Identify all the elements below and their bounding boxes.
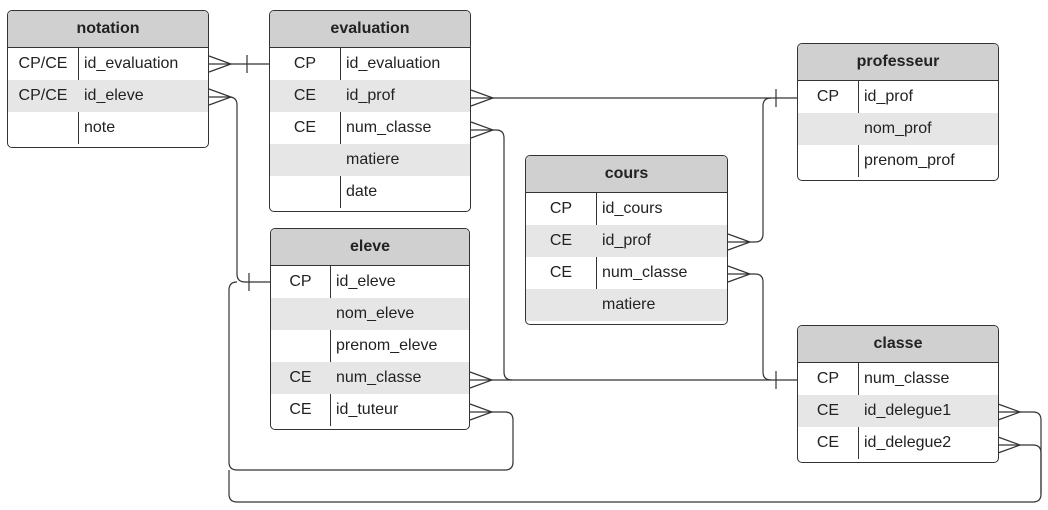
table-row: nom_prof	[798, 113, 998, 145]
entity-notation[interactable]: notation CP/CE id_evaluation CP/CE id_el…	[7, 10, 209, 148]
field-name: prenom_eleve	[336, 337, 438, 354]
field-name: id_delegue1	[864, 402, 952, 419]
key-label	[798, 145, 858, 177]
table-row: matiere	[270, 144, 470, 176]
table-row: date	[270, 176, 470, 208]
key-label: CE	[816, 434, 840, 451]
key-label: CE	[549, 232, 573, 249]
key-label	[270, 176, 340, 208]
key-label: CE	[293, 119, 317, 136]
table-row: CP num_classe	[798, 363, 998, 395]
key-label: CE	[289, 401, 312, 418]
key-label: CE	[549, 264, 573, 281]
key-label: CP/CE	[18, 87, 68, 104]
field-name: id_evaluation	[84, 55, 179, 72]
field-name: id_prof	[346, 87, 395, 104]
entity-title: professeur	[798, 44, 998, 81]
table-row: CE num_classe	[271, 362, 469, 394]
table-row: prenom_prof	[798, 145, 998, 177]
key-label: CP	[549, 200, 573, 217]
key-label: CP/CE	[18, 55, 68, 72]
field-name: id_prof	[864, 88, 913, 105]
field-name: id_eleve	[84, 87, 144, 104]
field-name: id_cours	[602, 200, 663, 217]
column-divider	[596, 193, 597, 321]
table-row: CP/CE id_evaluation	[8, 48, 208, 80]
column-divider	[330, 266, 331, 426]
table-row: CP id_eleve	[271, 266, 469, 298]
entity-cours[interactable]: cours CP id_cours CE id_prof CE num_clas…	[525, 155, 728, 325]
table-row: nom_eleve	[271, 298, 469, 330]
field-name: nom_prof	[864, 120, 932, 137]
field-name: matiere	[346, 151, 400, 168]
field-name: id_eleve	[336, 273, 396, 290]
field-name: prenom_prof	[864, 152, 955, 169]
entity-title: classe	[798, 326, 998, 363]
connector-notation-eleve	[208, 88, 270, 291]
field-name: id_evaluation	[346, 55, 441, 72]
field-name: note	[84, 119, 116, 136]
table-row: CP id_evaluation	[270, 48, 470, 80]
table-row: prenom_eleve	[271, 330, 469, 362]
key-label: CP	[289, 273, 312, 290]
table-row: CE num_classe	[270, 112, 470, 144]
field-name: id_tuteur	[336, 401, 399, 418]
entity-title: notation	[8, 11, 208, 48]
field-name: nom_eleve	[336, 305, 415, 322]
connector-notation-evaluation	[208, 55, 269, 73]
table-row: CP/CE id_eleve	[8, 80, 208, 112]
field-name: num_classe	[346, 119, 432, 136]
connector-eleve-classe	[469, 371, 512, 389]
entity-title: eleve	[271, 229, 469, 266]
key-label: CP	[816, 370, 840, 387]
key-label	[526, 289, 596, 321]
connector-cours-professeur	[727, 97, 772, 251]
table-row: CE num_classe	[526, 257, 727, 289]
entity-classe[interactable]: classe CP num_classe CE id_delegue1 CE i…	[797, 325, 999, 463]
key-label	[270, 144, 340, 176]
column-divider	[340, 48, 341, 208]
field-name: matiere	[602, 296, 656, 313]
key-label: CP	[816, 88, 840, 105]
field-name: num_classe	[602, 264, 688, 281]
key-label	[8, 112, 78, 144]
table-row: CP id_prof	[798, 81, 998, 113]
connector-evaluation-professeur	[470, 89, 797, 107]
entity-eleve[interactable]: eleve CP id_eleve nom_eleve prenom_eleve…	[270, 228, 470, 430]
entity-title: evaluation	[270, 11, 470, 48]
field-name: id_delegue2	[864, 434, 952, 451]
key-label	[271, 330, 330, 362]
connector-eleve-tuteur	[228, 281, 514, 471]
key-label: CE	[816, 402, 840, 419]
connector-cours-classe	[727, 265, 772, 381]
field-name: num_classe	[864, 370, 950, 387]
key-label	[798, 113, 858, 145]
entity-evaluation[interactable]: evaluation CP id_evaluation CE id_prof C…	[269, 10, 471, 212]
table-row: CE id_prof	[270, 80, 470, 112]
table-row: CP id_cours	[526, 193, 727, 225]
field-name: num_classe	[336, 369, 422, 386]
field-name: id_prof	[602, 232, 651, 249]
entity-title: cours	[526, 156, 727, 193]
table-row: CE id_delegue1	[798, 395, 998, 427]
table-row: CE id_prof	[526, 225, 727, 257]
key-label: CE	[289, 369, 312, 386]
key-label	[271, 298, 330, 330]
key-label: CE	[293, 87, 317, 104]
table-row: CE id_tuteur	[271, 394, 469, 426]
key-label: CP	[293, 55, 317, 72]
entity-professeur[interactable]: professeur CP id_prof nom_prof prenom_pr…	[797, 43, 999, 181]
table-row: CE id_delegue2	[798, 427, 998, 459]
table-row: note	[8, 112, 208, 144]
field-name: date	[346, 183, 378, 200]
table-row: matiere	[526, 289, 727, 321]
connector-classe-delegue1	[228, 403, 1042, 503]
connector-classe-delegue2	[997, 436, 1042, 494]
